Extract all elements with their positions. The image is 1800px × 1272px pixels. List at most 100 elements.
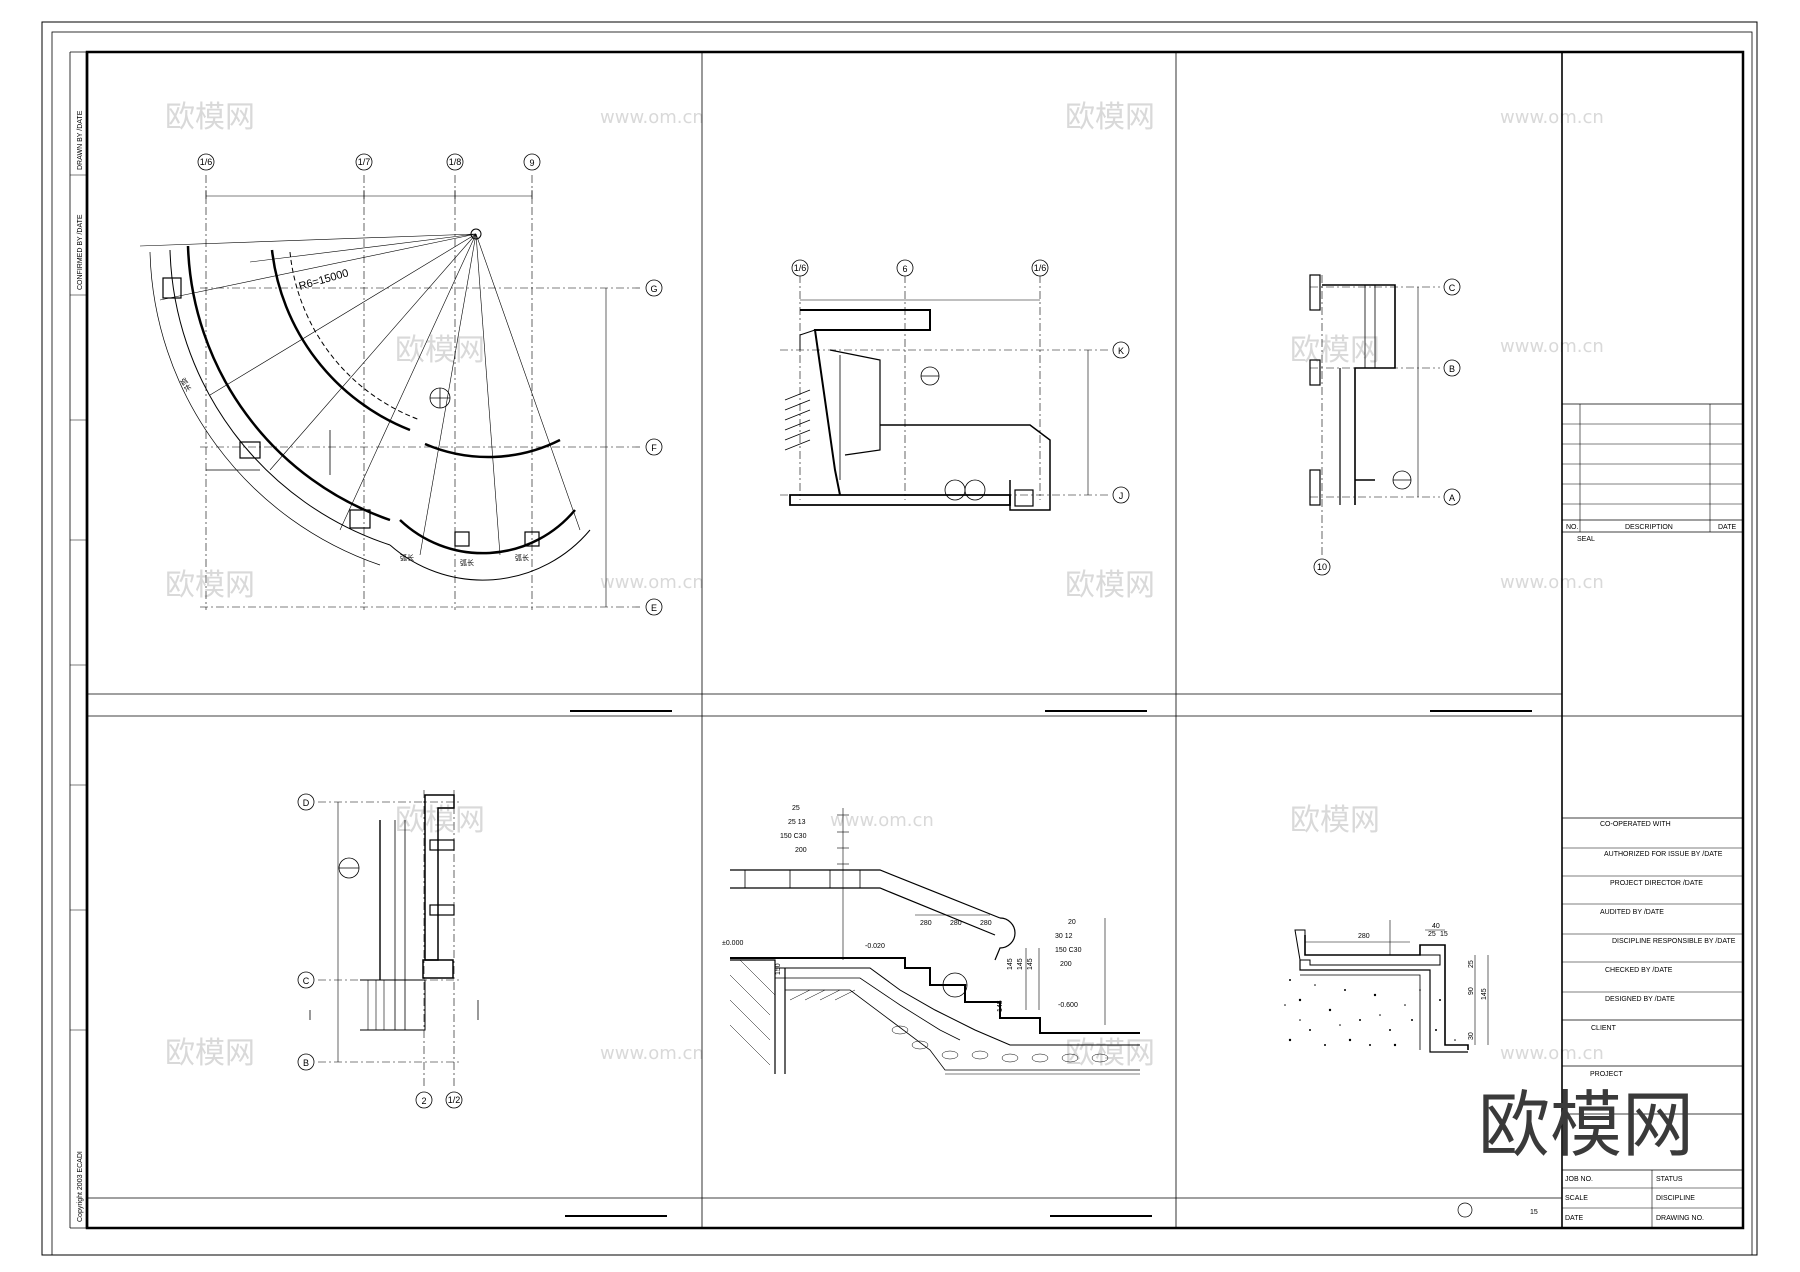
tread-dim: 280 [950, 920, 962, 927]
dim-label: 40 [1432, 923, 1440, 930]
arc-length-label: 弧长 [515, 553, 529, 562]
dim-label: 280 [1358, 933, 1370, 940]
riser-dim: 145 [1027, 958, 1034, 970]
axis-label: 1/6 [200, 157, 213, 167]
drawn-by-label: DRAWN BY /DATE [77, 110, 84, 170]
axis-bubble [645, 438, 663, 456]
watermark-cn: 欧模网 [1290, 803, 1380, 838]
axis-bubble [1443, 278, 1461, 296]
arc-length-label: 弧长 [178, 377, 193, 394]
project-director-label: PROJECT DIRECTOR /DATE [1610, 880, 1703, 887]
axis-label: 1/2 [448, 1095, 461, 1105]
tread-dim: 280 [980, 920, 992, 927]
copyright-label: Copyright 2003 ECADI [77, 1151, 84, 1222]
axis-bubble [645, 598, 663, 616]
axis-bubble [523, 153, 541, 171]
watermark-cn: 欧模网 [1065, 100, 1155, 135]
elevation-d-c-b [309, 790, 479, 1088]
axis-label: 1/6 [1034, 263, 1047, 273]
axis-bubble [415, 1091, 433, 1109]
discipline-responsible-label: DISCIPLINE RESPONSIBLE BY /DATE [1612, 938, 1736, 945]
layer-label: 25 [792, 805, 800, 812]
checked-by-label: CHECKED BY /DATE [1605, 967, 1673, 974]
dim-label: 30 [1468, 1032, 1475, 1040]
sheet-frame [41, 21, 1758, 1256]
axis-bubble [1031, 259, 1049, 277]
title-block [1457, 403, 1743, 1228]
axis-bubble [896, 259, 914, 277]
axis-label: 2 [421, 1096, 426, 1106]
cooperated-with-label: CO-OPERATED WITH [1600, 821, 1671, 828]
dim-label: 25 [1428, 931, 1436, 938]
elevation-marker: ±0.000 [722, 940, 743, 947]
sheet-number: 15 [1530, 1209, 1538, 1216]
project-label: PROJECT [1590, 1071, 1623, 1078]
arc-length-label: 弧长 [460, 558, 474, 567]
watermark-url: www.om.cn [600, 1043, 704, 1064]
drawing-no-label: DRAWING NO. [1656, 1215, 1704, 1222]
left-strip-labels: DRAWN BY /DATE CONFIRMED BY /DATE Copyri… [77, 110, 84, 1222]
layer-label: 30 12 [1055, 933, 1073, 940]
layer-label: 200 [795, 847, 807, 854]
axis-bubble [197, 153, 215, 171]
discipline-label: DISCIPLINE [1656, 1195, 1695, 1202]
axis-label: F [651, 443, 657, 453]
authorized-by-label: AUTHORIZED FOR ISSUE BY /DATE [1604, 851, 1723, 858]
layer-label: 150 C30 [780, 833, 807, 840]
axis-label: 1/7 [358, 157, 371, 167]
riser-dim: 145 [997, 1000, 1004, 1012]
elevation-c-b-a-labels: C B A 10 [1313, 278, 1461, 576]
axis-bubble [1112, 341, 1130, 359]
watermark-url: www.om.cn [1500, 107, 1604, 128]
watermark-url: www.om.cn [600, 107, 704, 128]
elevation-marker: -0.600 [1058, 1002, 1078, 1009]
elevation-marker: -0.020 [865, 943, 885, 950]
elevation-k-j [780, 275, 1110, 511]
axis-label: 1/6 [794, 263, 807, 273]
revision-description-header: DESCRIPTION [1625, 524, 1673, 531]
scale-label: SCALE [1565, 1195, 1588, 1202]
layer-label: 200 [1060, 961, 1072, 968]
watermark-url: www.om.cn [830, 810, 934, 831]
slab-dim: 150 [775, 963, 782, 975]
axis-bubble [355, 153, 373, 171]
riser-dim: 145 [1007, 958, 1014, 970]
job-no-label: JOB NO. [1565, 1176, 1593, 1183]
layer-label: 20 [1068, 919, 1076, 926]
axis-bubble [645, 279, 663, 297]
axis-bubble [446, 153, 464, 171]
axis-label: 9 [529, 158, 534, 168]
axis-label: C [1449, 283, 1456, 293]
watermark-url: www.om.cn [1500, 572, 1604, 593]
watermark-url: www.om.cn [1500, 1043, 1604, 1064]
client-label: CLIENT [1591, 1025, 1617, 1032]
layer-label: 150 C30 [1055, 947, 1082, 954]
axis-label: J [1119, 491, 1124, 501]
axis-bubble [297, 793, 315, 811]
curved-plan-labels: 1/6 1/7 1/8 9 G F E R6=15000 弧长 弧长 弧长 弧长 [178, 153, 663, 616]
axis-label: 6 [902, 264, 907, 274]
axis-bubble [1443, 359, 1461, 377]
axis-bubble [1443, 488, 1461, 506]
seal-label: SEAL [1577, 536, 1595, 543]
audited-by-label: AUDITED BY /DATE [1600, 909, 1664, 916]
axis-label: A [1449, 493, 1455, 503]
confirmed-by-label: CONFIRMED BY /DATE [77, 214, 84, 290]
watermark-cn: 欧模网 [165, 1036, 255, 1071]
watermark-url: www.om.cn [600, 572, 704, 593]
axis-label: D [303, 798, 310, 808]
status-label: STATUS [1656, 1176, 1683, 1183]
designed-by-label: DESIGNED BY /DATE [1605, 996, 1675, 1003]
axis-label: 10 [1317, 562, 1327, 572]
watermark-url: www.om.cn [1500, 336, 1604, 357]
tread-dim: 280 [920, 920, 932, 927]
radius-label: R6=15000 [298, 267, 350, 293]
riser-dim: 145 [1017, 958, 1024, 970]
elevation-k-j-labels: 1/6 6 1/6 K J [791, 259, 1130, 504]
watermark-cn: 欧模网 [395, 333, 485, 368]
dim-label: 15 [1440, 931, 1448, 938]
axis-bubble [445, 1091, 463, 1109]
step-detail [1284, 920, 1489, 1053]
watermark-cn: 欧模网 [1065, 568, 1155, 603]
